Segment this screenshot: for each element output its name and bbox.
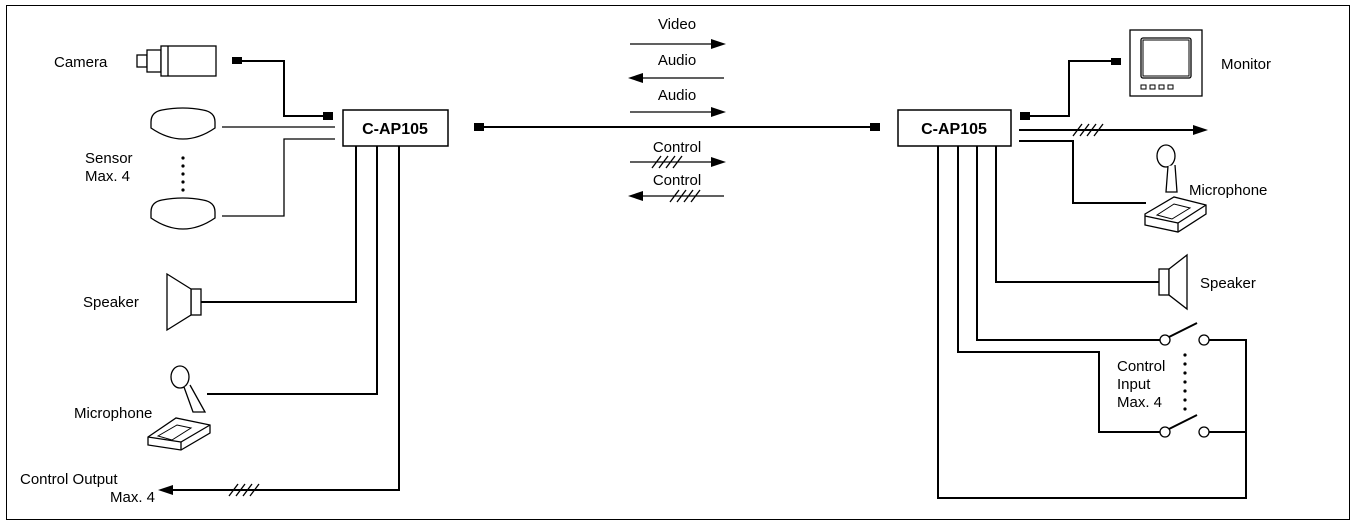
right-unit-link-plug-icon [870,123,880,131]
switch-icon [1159,322,1210,346]
control-output-cable [172,146,400,491]
signal-label: Audio [658,52,696,69]
monitor-label: Monitor [1221,56,1271,73]
left-unit-link-plug-icon [474,123,484,131]
ellipsis-dots-icon [1183,353,1187,411]
signal-audio-right: Audio [630,87,726,117]
arrow-left-icon [628,73,643,83]
control-input-max-label: Max. 4 [1117,394,1162,411]
arrow-left-icon [628,191,643,201]
left-unit-video-plug-icon [323,112,333,120]
signal-label: Control [653,139,701,156]
monitor-icon [1129,29,1203,97]
signal-audio-left: Audio [628,52,724,83]
microphone-cable [207,146,378,395]
microphone-label: Microphone [74,405,152,422]
arrow-right-icon [711,157,726,167]
signal-label: Video [658,16,696,33]
speaker-cable [201,146,357,303]
diagram-frame [6,5,1350,520]
control-input-cable [976,146,1160,341]
control-input-common-cable [937,146,1247,499]
control-output-label: Control Output [20,471,118,488]
sensor-label: Sensor [85,150,133,167]
sensor-max-label: Max. 4 [85,168,130,185]
signal-label: Audio [658,87,696,104]
microphone-cable [1019,140,1146,204]
sensor-icon [150,197,216,230]
right-unit: C-AP105 [897,109,1012,147]
arrow-left-icon [158,485,173,495]
multi-wire-mark-icon [651,155,683,169]
monitor-cable [1030,60,1111,117]
ellipsis-dots-icon [181,156,185,192]
control-input-label: Control [1117,358,1165,375]
switch-icon [1159,414,1210,438]
signal-video-right: Video [630,16,726,49]
multi-wire-mark-icon [1072,123,1104,137]
multi-wire-mark-icon [228,483,260,497]
microphone-icon [1144,144,1207,233]
multi-wire-mark-icon [669,189,701,203]
sensor-icon [150,107,216,140]
speaker-icon [166,272,202,332]
control-output-max-label: Max. 4 [110,489,155,506]
camera-plug-icon [232,57,242,64]
speaker-label: Speaker [83,294,139,311]
sensor-cable [222,138,335,217]
speaker-label: Speaker [1200,275,1256,292]
left-unit: C-AP105 [342,109,449,147]
arrow-right-icon [711,39,726,49]
speaker-cable [995,146,1159,283]
right-unit-label: C-AP105 [921,121,987,138]
speaker-icon [1158,253,1188,311]
control-input-label: Input [1117,376,1151,393]
arrow-right-icon [711,107,726,117]
camera-icon [136,45,217,77]
signal-label: Control [653,172,701,189]
monitor-plug-icon [1111,58,1121,65]
signal-control-right: Control [630,139,726,169]
left-unit-label: C-AP105 [362,121,428,138]
control-input-cable [957,146,1160,433]
microphone-icon [147,365,211,451]
camera-cable [242,60,323,117]
arrow-right-icon [1193,125,1208,135]
camera-label: Camera [54,54,108,71]
signal-control-left: Control [628,172,724,203]
microphone-label: Microphone [1189,182,1267,199]
right-unit-video-plug-icon [1020,112,1030,120]
